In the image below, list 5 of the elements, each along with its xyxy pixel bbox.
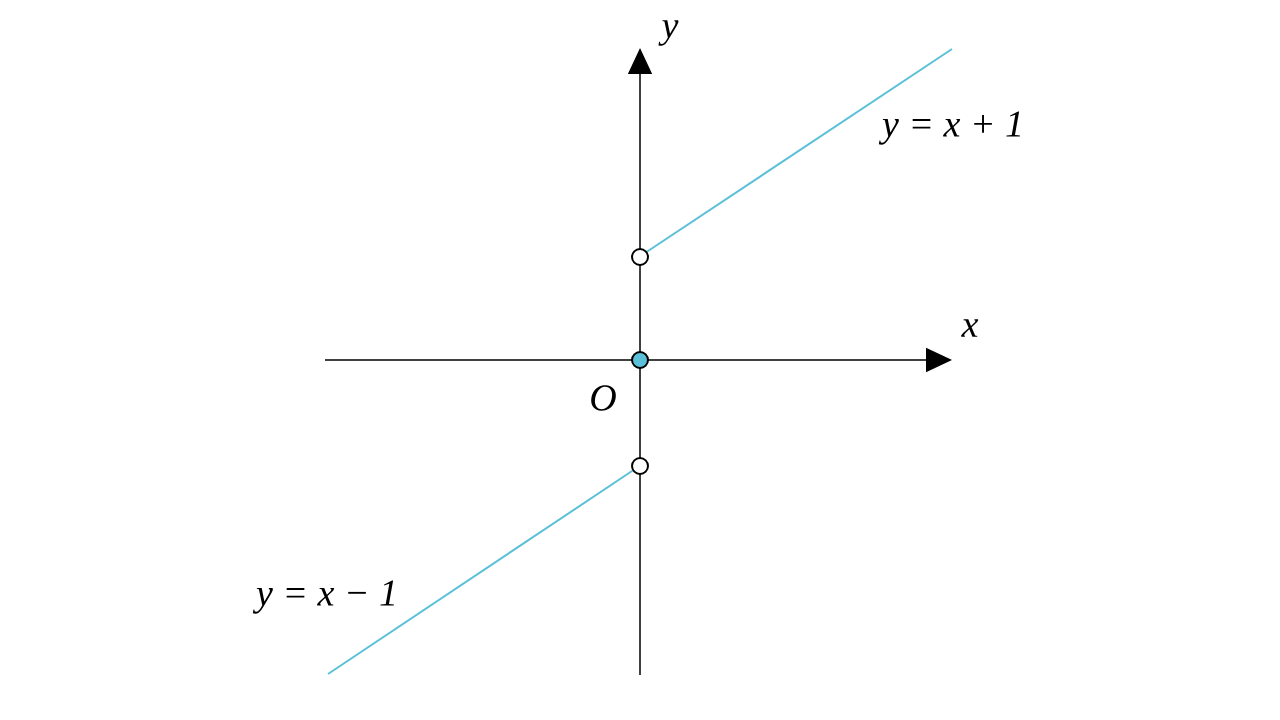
function-label: y = x − 1	[252, 580, 394, 614]
origin-label: O	[591, 385, 616, 411]
function-label: y = x + 1	[878, 111, 1020, 145]
axis-label: x	[961, 319, 979, 337]
axis-label: y	[658, 20, 679, 46]
